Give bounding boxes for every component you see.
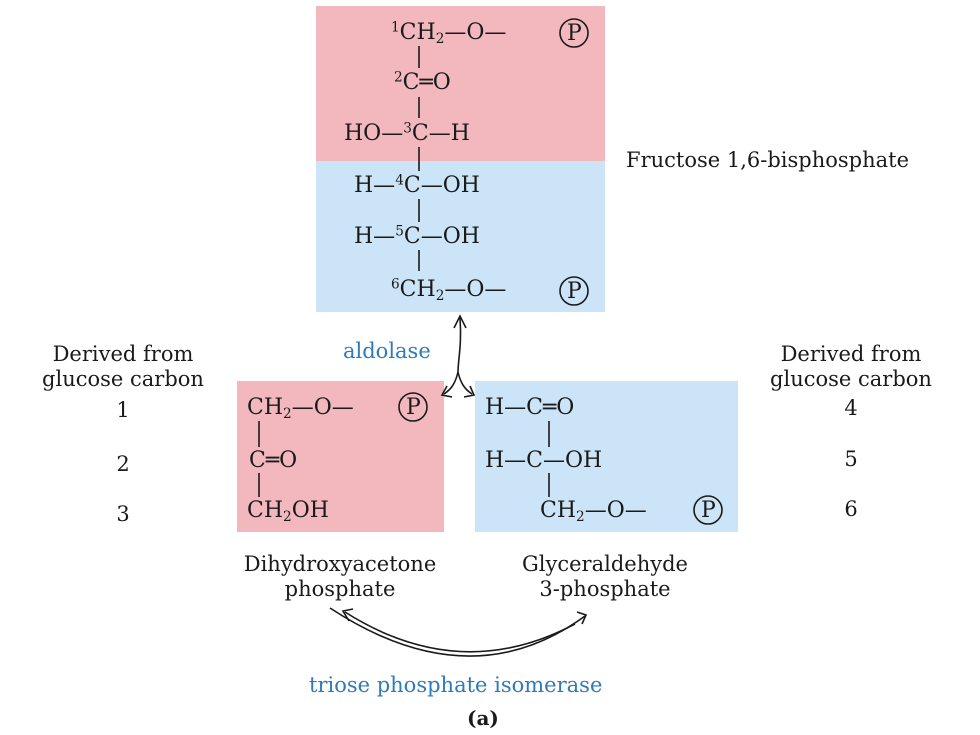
left-column-header: Derived from glucose carbon — [20, 342, 226, 392]
fbp-carbons-1-3-region — [316, 6, 605, 161]
fbp-c3-group: HO—3C—H — [344, 120, 470, 146]
fbp-carbons-4-6-region — [316, 161, 605, 312]
fbp-phosphate-1-circle — [559, 18, 589, 48]
aldolase-arrowhead-right — [463, 385, 476, 398]
dhap-phosphate-circle — [398, 392, 428, 422]
dhap-name-line1: Dihydroxyacetone — [243, 552, 437, 576]
right-carbon-number-5: 5 — [844, 447, 858, 471]
isomerase-arrowhead-left — [341, 608, 354, 622]
dhap-c1-group: CH2—O— — [247, 395, 354, 422]
left-header-line2: glucose carbon — [42, 367, 204, 391]
fbp-phosphate-6-label: P — [567, 279, 582, 304]
aldolase-arrowhead-left — [440, 385, 453, 398]
aldolase-branch-right — [457, 371, 473, 395]
dhap-region — [237, 381, 444, 532]
dhap-c2-group: C═O — [249, 448, 298, 473]
right-carbon-number-4: 4 — [844, 396, 858, 420]
left-header-line1: Derived from — [52, 342, 194, 366]
g3p-phosphate-circle — [693, 495, 723, 525]
g3p-name-line1: Glyceraldehyde — [522, 552, 688, 576]
fbp-phosphate-1-label: P — [567, 21, 582, 46]
isomerase-arrow-reverse — [344, 611, 576, 653]
fbp-c4-group: H—4C—OH — [354, 172, 480, 198]
aldolase-arrow-stem — [457, 317, 462, 373]
g3p-name-line2: 3-phosphate — [539, 577, 671, 601]
fbp-name-label: Fructose 1,6-bisphosphate — [626, 148, 910, 172]
isomerase-arrow-forward — [329, 607, 586, 657]
fbp-c6-group: 6CH2—O— — [391, 276, 507, 304]
isomerase-arrowhead-right — [576, 611, 588, 625]
dhap-phosphate-label: P — [406, 395, 421, 420]
g3p-c2-group: H—C—OH — [485, 448, 603, 473]
panel-label: (a) — [467, 706, 499, 730]
g3p-phosphate-label: P — [701, 498, 716, 523]
fbp-phosphate-6-circle — [559, 276, 589, 306]
right-header-line1: Derived from — [780, 342, 922, 366]
dhap-name-line2: phosphate — [284, 577, 396, 601]
g3p-name-label: Glyceraldehyde 3-phosphate — [470, 552, 740, 602]
fbp-c2-group: 2C═O — [394, 69, 451, 95]
g3p-c3-group: CH2—O— — [540, 498, 647, 525]
left-carbon-number-2: 2 — [116, 452, 130, 476]
fbp-c5-group: H—5C—OH — [354, 223, 480, 249]
left-carbon-number-1: 1 — [116, 398, 130, 422]
g3p-c1-group: H—C═O — [485, 395, 575, 420]
aldolase-branch-left — [443, 371, 459, 395]
right-header-line2: glucose carbon — [770, 367, 932, 391]
dhap-c3-group: CH2OH — [247, 498, 329, 525]
left-carbon-number-3: 3 — [116, 502, 130, 526]
aldolase-label: aldolase — [343, 339, 431, 363]
fbp-c1-group: 1CH2—O— — [391, 19, 507, 47]
right-carbon-number-6: 6 — [844, 497, 858, 521]
aldolase-arrowhead-up — [453, 314, 467, 329]
dhap-name-label: Dihydroxyacetone phosphate — [205, 552, 475, 602]
right-column-header: Derived from glucose carbon — [748, 342, 954, 392]
isomerase-label: triose phosphate isomerase — [309, 673, 603, 697]
